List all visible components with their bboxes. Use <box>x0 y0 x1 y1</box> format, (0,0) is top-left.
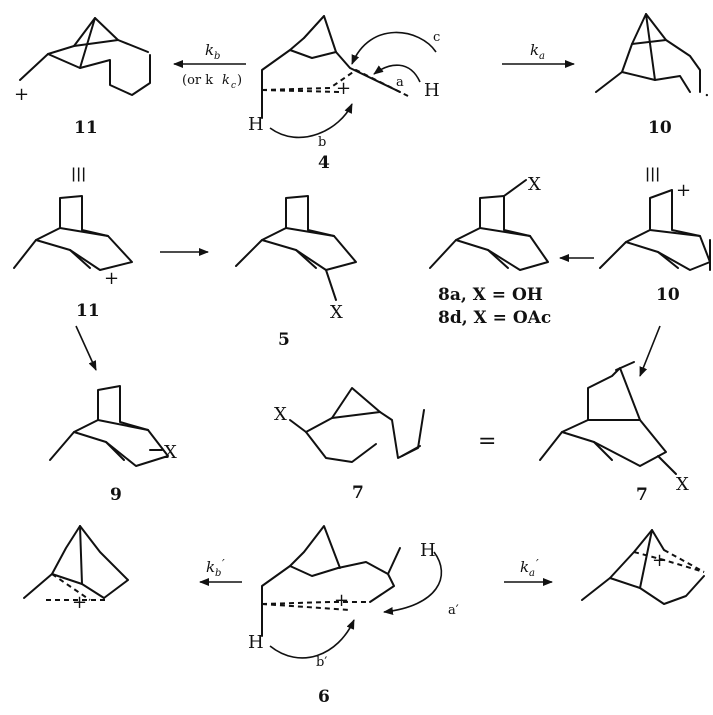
structure-7-right: X <box>539 361 689 495</box>
equals-sign: = <box>478 429 496 454</box>
structure-4: H H + b a c <box>248 15 440 150</box>
label-4: 4 <box>318 153 330 173</box>
arrow-ka-prime: k a ′ <box>504 557 553 586</box>
svg-text:c: c <box>231 81 236 91</box>
label-11-mid: 11 <box>76 301 100 321</box>
structure-5: X <box>235 195 357 323</box>
structure-ka-prime-product: + <box>581 529 705 605</box>
arrow-10-to-7 <box>639 325 661 377</box>
label-9: 9 <box>110 485 122 505</box>
arrow-label-c: c <box>433 30 440 45</box>
svg-text:b: b <box>215 568 221 579</box>
svg-text:′: ′ <box>536 557 539 571</box>
arrow-11-to-9 <box>75 325 97 371</box>
ka-label: k <box>530 41 539 59</box>
structure-10-top: . <box>595 13 710 101</box>
label-7-left: 7 <box>352 483 364 503</box>
svg-text:+: + <box>72 592 87 613</box>
svg-text:b: b <box>214 51 220 62</box>
svg-text:+: + <box>104 268 119 289</box>
structure-7-left: X <box>274 387 425 463</box>
svg-text:a: a <box>539 51 545 62</box>
ka-prime-label: k <box>520 558 529 576</box>
H-atom-6-left: H <box>248 632 264 653</box>
svg-text:.: . <box>704 80 710 101</box>
label-10-top: 10 <box>648 118 672 138</box>
svg-text:a: a <box>529 568 535 579</box>
structure-9: X <box>49 385 177 467</box>
label-5: 5 <box>278 330 290 350</box>
kb-prime-label: k <box>206 558 215 576</box>
plus-charge: + <box>14 84 29 105</box>
X-substituent-7-right: X <box>676 474 689 495</box>
arrow-label-b: b <box>318 135 326 150</box>
structure-11-top: + <box>14 17 151 105</box>
kb-label: k <box>205 41 214 59</box>
H-atom-6-right: H <box>420 540 436 561</box>
structure-8: X <box>429 174 549 271</box>
X-substituent-5: X <box>330 302 343 323</box>
svg-text:+: + <box>676 180 691 201</box>
structure-kb-prime-product: + <box>23 525 129 613</box>
svg-text:): ) <box>237 73 242 88</box>
svg-text:+: + <box>336 78 351 99</box>
svg-text:+: + <box>334 590 349 611</box>
X-substituent-7-left: X <box>274 404 287 425</box>
X-substituent-8: X <box>528 174 541 195</box>
arrow-label-a: a <box>396 75 404 90</box>
arrow-kb-prime: k b ′ <box>199 557 242 586</box>
structure-6: H H + b′ a′ <box>248 525 459 670</box>
svg-text:+: + <box>652 550 667 571</box>
label-6: 6 <box>318 687 330 707</box>
label-11-top: 11 <box>74 118 98 138</box>
label-8d: 8d, X = OAc <box>438 308 551 328</box>
H-atom-4-right: H <box>424 80 440 101</box>
arrow-kb: k b (or k k c ) <box>173 41 246 91</box>
kc-note: (or k <box>182 73 213 88</box>
label-10-mid: 10 <box>656 285 680 305</box>
structure-10-mid: + <box>599 180 711 271</box>
X-substituent-9: X <box>164 442 177 463</box>
svg-text:′: ′ <box>222 557 225 571</box>
arrow-label-a-prime: a′ <box>448 603 459 618</box>
equiv-left: ||| <box>71 166 86 182</box>
svg-text:k: k <box>222 73 230 88</box>
label-7-right: 7 <box>636 485 648 505</box>
equiv-right: ||| <box>645 166 660 182</box>
H-atom-4-left: H <box>248 114 264 135</box>
structure-11-mid: + <box>13 195 133 289</box>
arrow-ka: k a <box>502 41 575 68</box>
label-8a: 8a, X = OH <box>438 285 543 305</box>
arrow-label-b-prime: b′ <box>316 655 327 670</box>
